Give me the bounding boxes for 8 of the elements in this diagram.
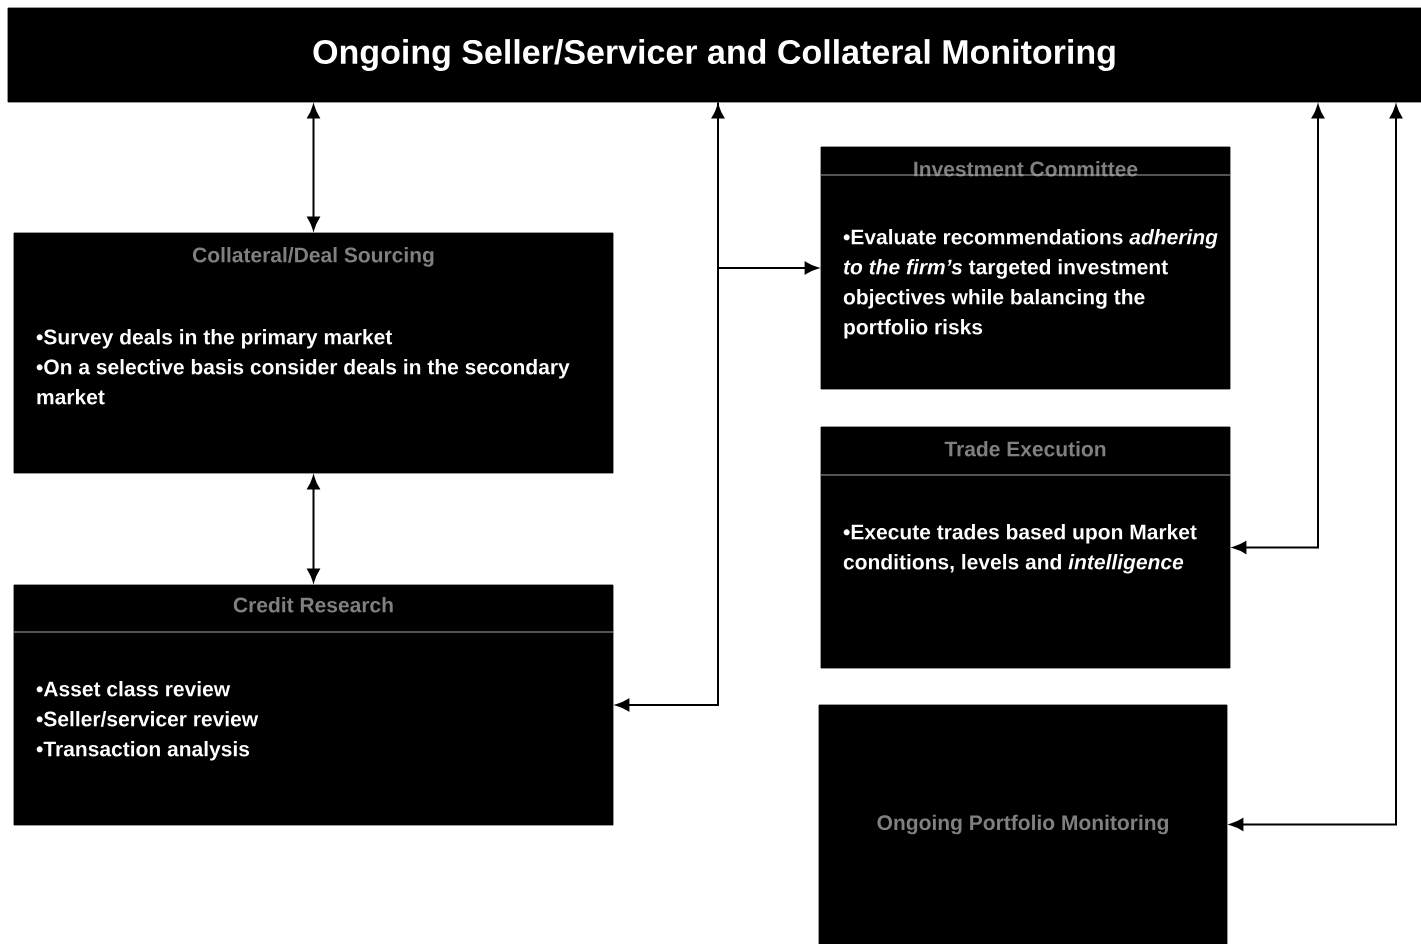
arrow	[615, 101, 719, 712]
title-banner: Ongoing Seller/Servicer and Collateral Monitoring	[7, 7, 1421, 103]
process-box: Collateral/Deal Sourcing •Survey deals in the primary market •On a selective basis consider deals in the secondary market	[13, 232, 614, 474]
process-box: Investment Committee •Evaluate recommendations adhering to the firm’s targeted investment objectives while balancing the portfolio risks	[820, 146, 1231, 390]
process-box: Credit Research •Asset class review •Seller/servicer review •Transaction analysis	[13, 584, 614, 826]
process-box: Ongoing Portfolio Monitoring	[818, 704, 1228, 944]
process-box: Trade Execution •Execute trades based upon Market conditions, levels and intelligence	[820, 426, 1231, 669]
arrow	[711, 105, 819, 275]
